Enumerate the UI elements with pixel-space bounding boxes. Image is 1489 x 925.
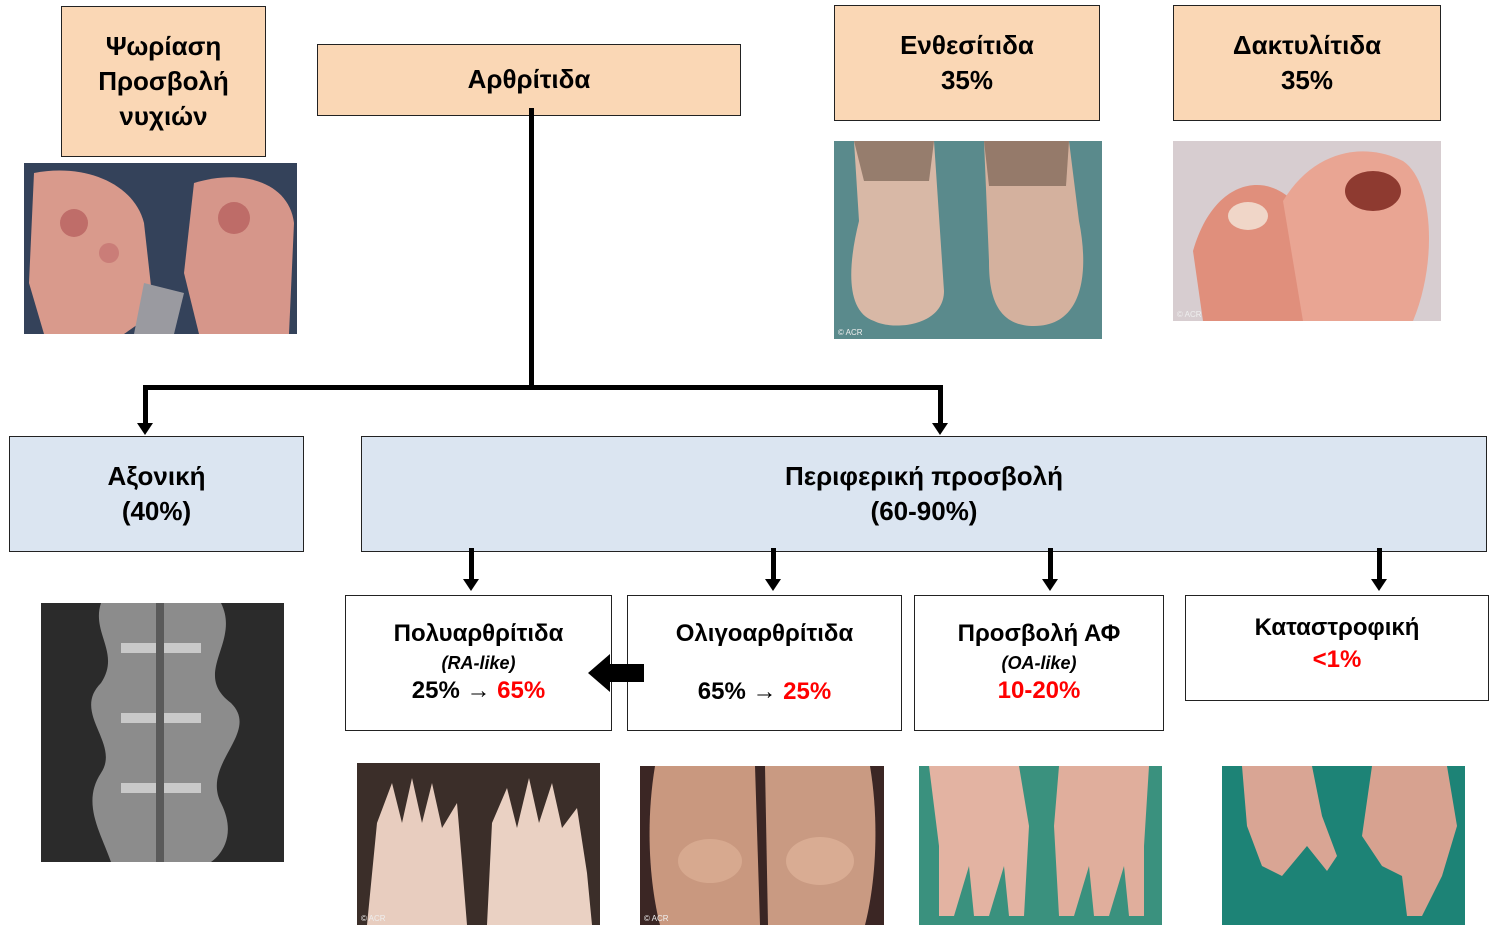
mutilans-label: Καταστροφική (1255, 612, 1420, 644)
oligo-change: 65% → 25% (698, 676, 831, 708)
axial-label: Αξονική (108, 459, 206, 494)
dip-hands-photo (919, 766, 1162, 925)
oligo-drop-line (771, 548, 776, 580)
poly-sub: (RA-like) (441, 651, 515, 675)
dactylitis-label: Δακτυλίτιδα (1233, 28, 1381, 63)
psoriasis-line-2: Προσβολή (98, 64, 229, 99)
poly-from: 25% (412, 677, 460, 704)
spine-xray-photo (41, 603, 284, 862)
enthesitis-box: Ενθεσίτιδα 35% (834, 5, 1100, 121)
axial-pct: (40%) (122, 494, 191, 529)
knees-watermark: © ACR (644, 914, 669, 923)
peripheral-box: Περιφερική προσβολή (60-90%) (361, 436, 1487, 552)
enthesitis-pct: 35% (941, 63, 993, 98)
axial-drop-line (143, 385, 148, 425)
mutilans-box: Καταστροφική <1% (1185, 595, 1489, 701)
peripheral-drop-line (938, 385, 943, 425)
mutilans-drop-line (1377, 548, 1382, 580)
axial-box: Αξονική (40%) (9, 436, 304, 552)
dip-box: Προσβολή ΑΦ (OA-like) 10-20% (914, 595, 1164, 731)
psoriasis-line-1: Ψωρίαση (106, 29, 222, 64)
oligo-label: Ολιγοαρθρίτιδα (676, 618, 853, 650)
dip-sub: (OA-like) (1001, 651, 1076, 675)
oligo-to: 25% (783, 678, 831, 705)
poly-to: 65% (497, 677, 545, 704)
arthritis-label: Αρθρίτιδα (468, 62, 591, 97)
peripheral-pct: (60-90%) (871, 494, 978, 529)
mutilans-arrowhead (1371, 579, 1387, 591)
poly-box: Πολυαρθρίτιδα (RA-like) 25% → 65% (345, 595, 612, 731)
psoriasis-box: Ψωρίαση Προσβολή νυχιών (61, 6, 266, 157)
poly-drop-line (469, 548, 474, 580)
dactylitis-pct: 35% (1281, 63, 1333, 98)
heels-watermark: © ACR (838, 328, 863, 337)
oligo-arrowhead (765, 579, 781, 591)
split-line (143, 385, 943, 390)
enthesitis-label: Ενθεσίτιδα (900, 28, 1034, 63)
dip-label: Προσβολή ΑΦ (958, 618, 1121, 650)
peripheral-label: Περιφερική προσβολή (785, 459, 1063, 494)
mutilans-hands-photo (1222, 766, 1465, 925)
shift-arrow-icon (588, 654, 644, 692)
heels-photo: © ACR (834, 141, 1102, 339)
poly-watermark: © ACR (361, 914, 386, 923)
poly-hands-photo: © ACR (357, 763, 600, 925)
arthritis-box: Αρθρίτιδα (317, 44, 741, 116)
knees-photo: © ACR (640, 766, 884, 925)
oligo-arrow: → (753, 678, 777, 705)
dactylitis-photo: © ACR (1173, 141, 1441, 321)
dip-arrowhead (1042, 579, 1058, 591)
dip-pct: 10-20% (998, 675, 1081, 707)
poly-label: Πολυαρθρίτιδα (394, 618, 564, 650)
peripheral-arrowhead (932, 423, 948, 435)
poly-arrow: → (467, 677, 491, 704)
dactylitis-watermark: © ACR (1177, 310, 1202, 319)
mutilans-pct: <1% (1313, 644, 1362, 676)
psoriasis-line-3: νυχιών (119, 99, 207, 134)
dip-drop-line (1048, 548, 1053, 580)
trunk-line (529, 108, 534, 388)
axial-arrowhead (137, 423, 153, 435)
poly-change: 25% → 65% (412, 675, 545, 707)
psoriasis-hands-photo (24, 163, 297, 334)
poly-arrowhead (463, 579, 479, 591)
oligo-from: 65% (698, 678, 746, 705)
oligo-box: Ολιγοαρθρίτιδα 65% → 25% (627, 595, 902, 731)
dactylitis-box: Δακτυλίτιδα 35% (1173, 5, 1441, 121)
